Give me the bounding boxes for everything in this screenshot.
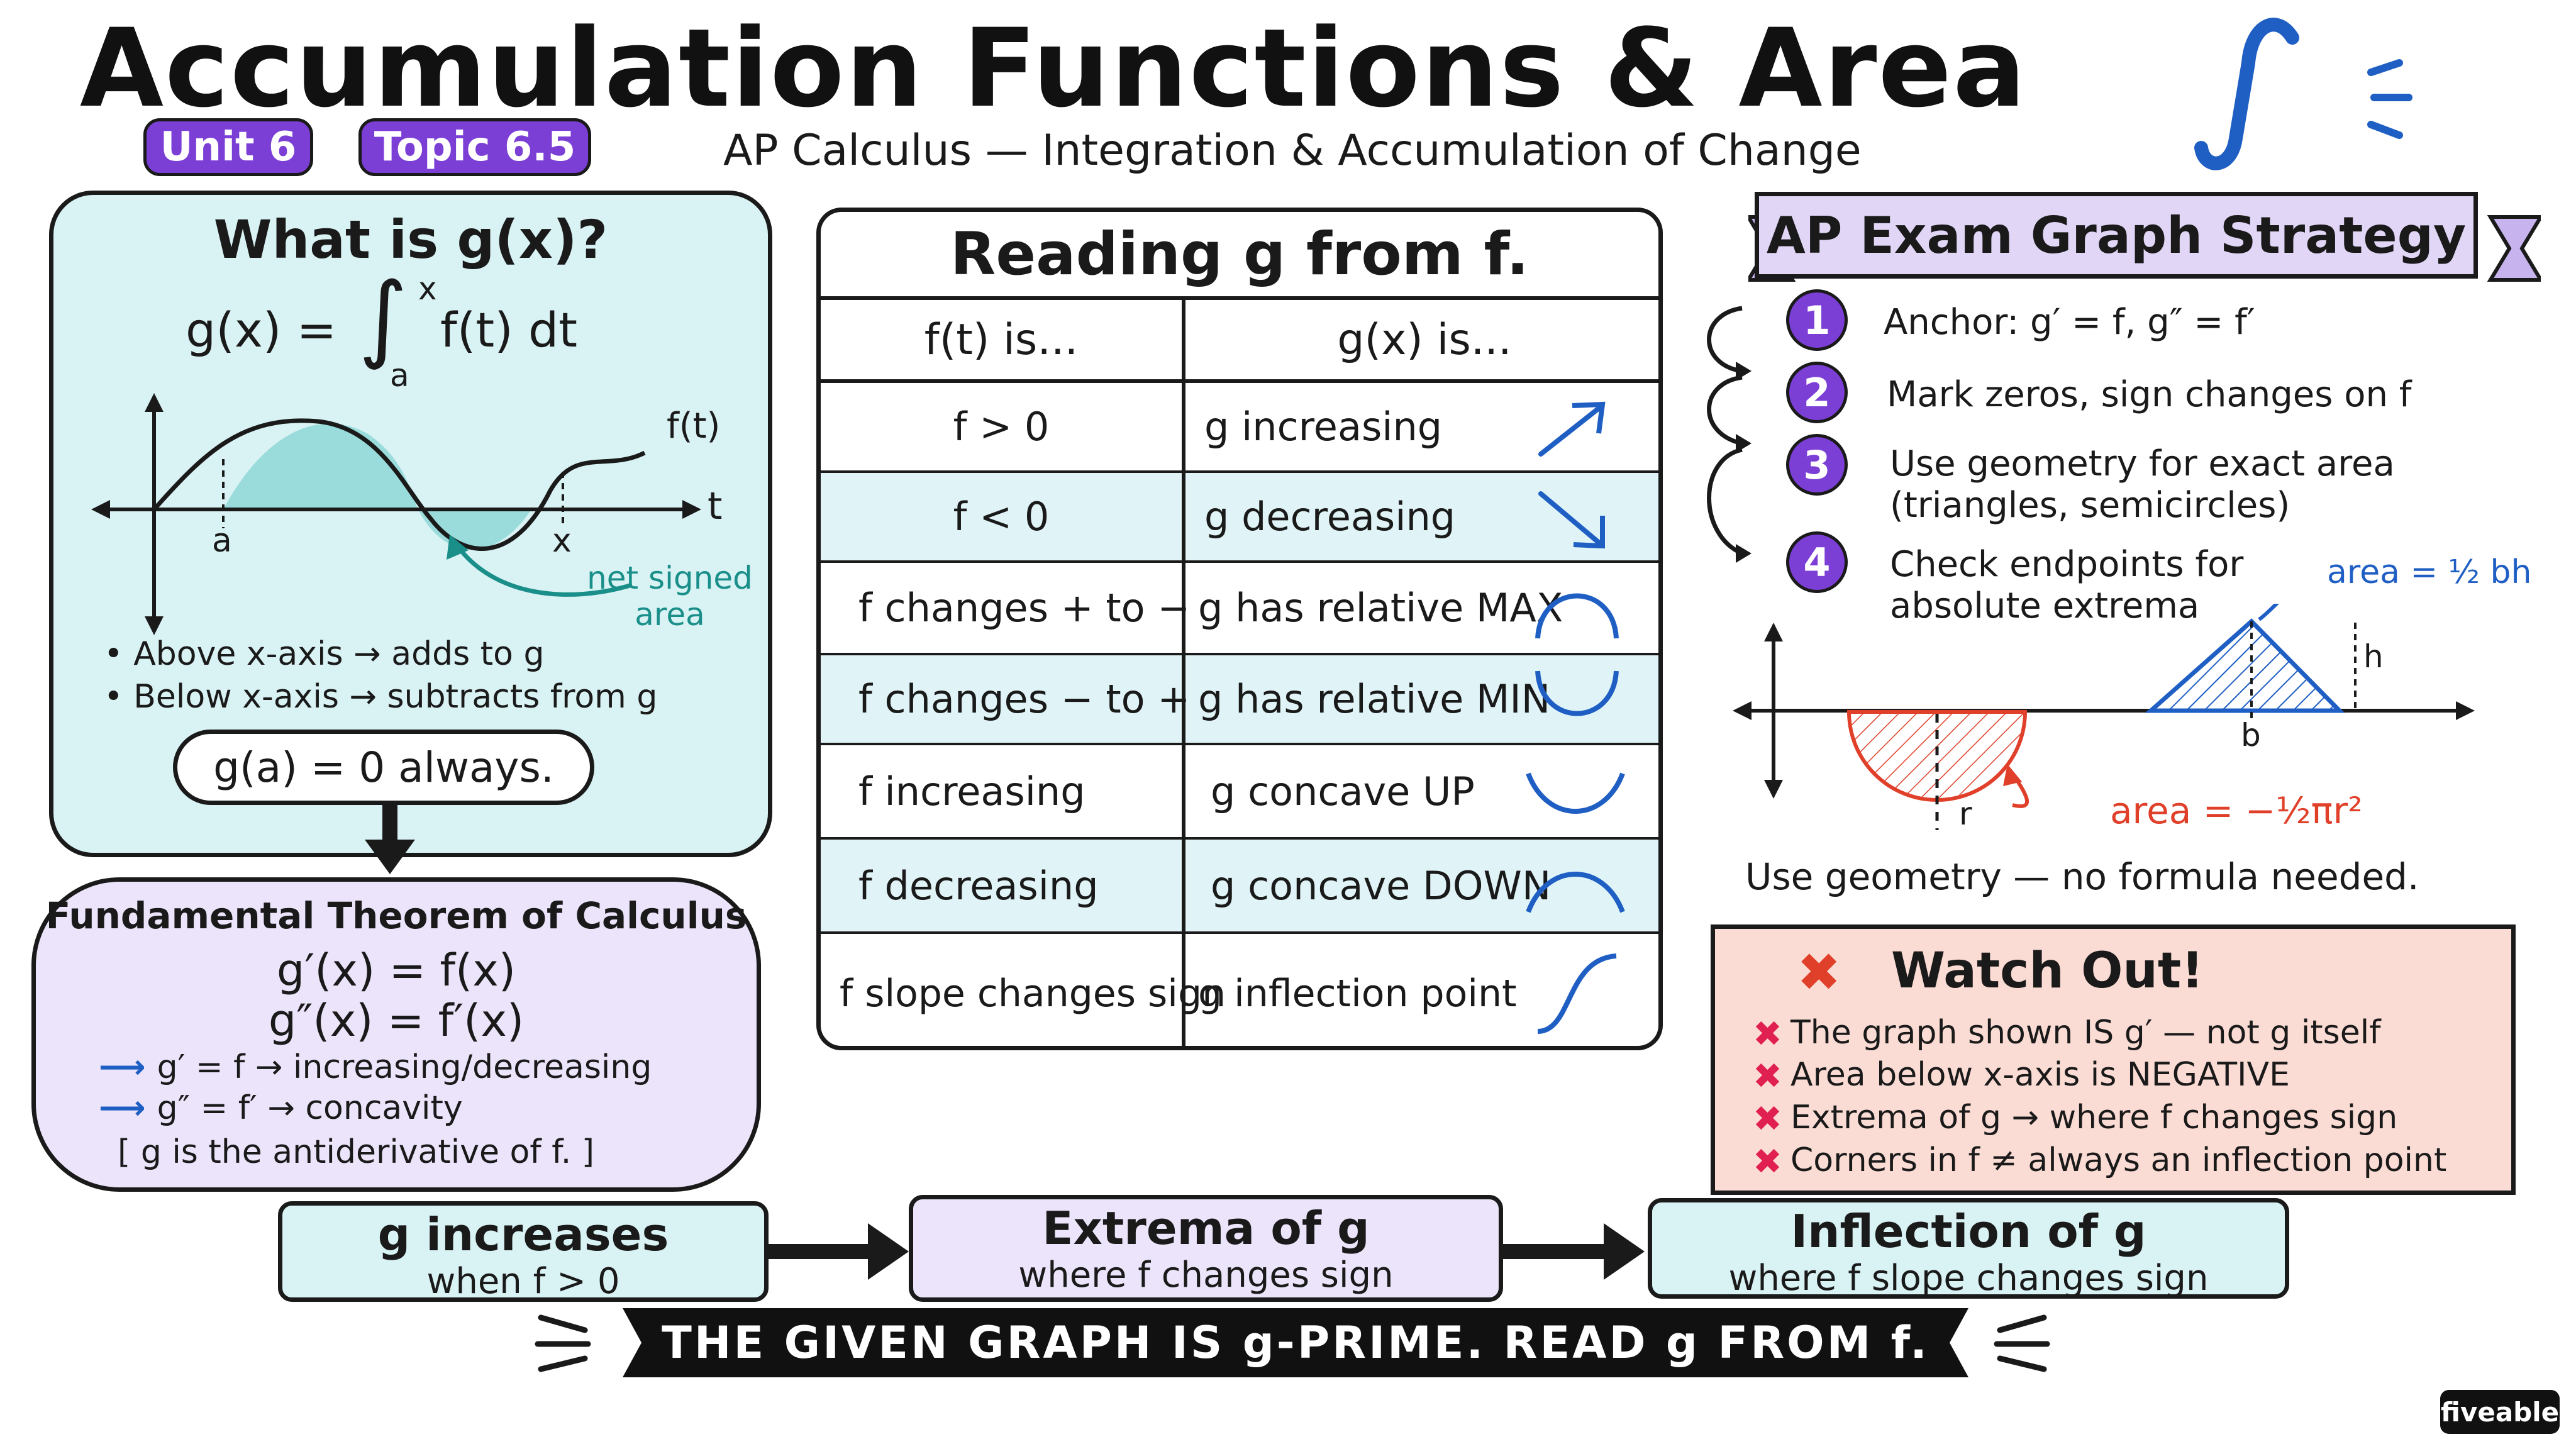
semicircle-area-label: area = −½πr² — [2110, 789, 2363, 832]
x-mark-icon: ✖ — [1753, 1056, 1782, 1097]
lower-limit-label: a — [212, 522, 232, 560]
concave-down-icon — [1526, 872, 1625, 913]
curve-label: f(t) — [667, 406, 721, 447]
net-area-note: net signed area — [587, 560, 753, 633]
topic-badge: Topic 6.5 — [358, 118, 591, 176]
emphasis-lines-left-icon — [535, 1314, 591, 1372]
table-row: f changes + to − g has relative MAX — [821, 563, 1658, 655]
inflection-icon — [1537, 953, 1617, 1034]
table-header-g: g(x) is... — [1337, 314, 1512, 365]
formula-lower-limit: a — [390, 357, 409, 394]
warning-x-icon: ✖ — [1797, 941, 1841, 1003]
base-label: b — [2241, 717, 2261, 753]
step-connector-arrows — [1707, 306, 1752, 563]
table-divider — [1182, 300, 1185, 1046]
concave-up-icon — [1526, 772, 1625, 814]
ftc-line2: g″(x) = f′(x) — [268, 995, 525, 1046]
table-row: f decreasing g concave DOWN — [821, 840, 1658, 934]
arrow-down-right-icon — [1538, 491, 1605, 549]
height-label: h — [2363, 638, 2384, 675]
step-2-text: Mark zeros, sign changes on f — [1887, 374, 2412, 415]
x-mark-icon: ✖ — [1753, 1141, 1782, 1182]
bottom-banner: THE GIVEN GRAPH IS g-PRIME. READ g FROM … — [662, 1317, 1929, 1368]
bullet-below: • Below x-axis → subtracts from g — [104, 678, 658, 716]
table-row: f changes − to + g has relative MIN — [821, 655, 1658, 745]
step-number-2: 2 — [1786, 362, 1848, 423]
arrow-up-right-icon — [1538, 401, 1606, 457]
watch-out-item: The graph shown IS g′ — not g itself — [1790, 1014, 2381, 1052]
table-row: f < 0 g decreasing — [821, 473, 1658, 563]
bottom-banner-shape — [623, 1308, 1968, 1377]
x-mark-icon: ✖ — [1753, 1014, 1782, 1055]
right-arrow-icon — [1503, 1223, 1645, 1280]
reading-table: Reading g from f. f(t) is... g(x) is... … — [816, 208, 1663, 1050]
g-definition-panel: What is g(x)? g(x) = ∫ x a f(t) dt f(t) … — [49, 191, 772, 857]
bullet-above: • Above x-axis → adds to g — [104, 635, 545, 673]
table-title: Reading g from f. — [821, 212, 1658, 300]
integral-sign-icon — [2194, 18, 2412, 170]
step-number-1: 1 — [1786, 289, 1848, 351]
watch-out-title: Watch Out! — [1891, 943, 2204, 999]
strategy-title: AP Exam Graph Strategy — [1755, 192, 2478, 279]
table-header-f: f(t) is... — [924, 314, 1079, 365]
integral-glyph: ∫ — [358, 263, 408, 372]
radius-label: r — [1959, 796, 1972, 832]
page-subtitle: AP Calculus — Integration & Accumulation… — [723, 126, 1862, 175]
ftc-arrow1: ⟶ g′ = f → increasing/decreasing — [99, 1048, 652, 1086]
table-row: f > 0 g increasing — [821, 383, 1658, 473]
watch-out-item: Extrema of g → where f changes sign — [1790, 1099, 2398, 1136]
down-arrow-icon — [365, 805, 415, 874]
ftc-line1: g′(x) = f(x) — [276, 945, 516, 996]
accumulation-graph — [91, 393, 701, 635]
table-header-row: f(t) is... g(x) is... — [821, 300, 1658, 383]
ftc-cloud: Fundamental Theorem of Calculus g′(x) = … — [31, 877, 761, 1192]
table-row: f increasing g concave UP — [821, 745, 1658, 840]
brand-badge: fiveable — [2440, 1390, 2560, 1434]
geometry-graph — [1733, 604, 2475, 830]
ftc-title: Fundamental Theorem of Calculus — [45, 894, 747, 937]
panel-heading: What is g(x)? — [213, 209, 608, 270]
unit-badge: Unit 6 — [143, 118, 313, 176]
g-a-zero-note: g(a) = 0 always. — [173, 730, 594, 805]
right-arrow-icon — [767, 1223, 909, 1280]
step-number-4: 4 — [1786, 531, 1848, 593]
formula-lhs: g(x) = — [186, 302, 337, 358]
triangle-area-label: area = ½ bh — [2327, 553, 2532, 591]
ftc-note: [ g is the antiderivative of f. ] — [118, 1133, 595, 1171]
axis-label: t — [708, 484, 723, 528]
emphasis-lines-right-icon — [1994, 1314, 2050, 1372]
watch-out-panel: ✖ Watch Out! ✖ The graph shown IS g′ — n… — [1711, 924, 2516, 1195]
arch-max-icon — [1535, 593, 1619, 639]
formula-upper-limit: x — [418, 270, 437, 307]
arch-min-icon — [1535, 670, 1619, 716]
table-row: f slope changes sign g inflection point — [821, 934, 1658, 1046]
step-1-text: Anchor: g′ = f, g″ = f′ — [1884, 302, 2255, 343]
ftc-arrow2: ⟶ g″ = f′ → concavity — [99, 1089, 463, 1127]
geometry-note: Use geometry — no formula needed. — [1745, 855, 2419, 898]
upper-limit-label: x — [552, 522, 572, 560]
watch-out-item: Corners in f ≠ always an inflection poin… — [1790, 1141, 2447, 1179]
page-title: Accumulation Functions & Area — [79, 5, 2028, 131]
formula-rhs: f(t) dt — [440, 302, 578, 358]
watch-out-item: Area below x-axis is NEGATIVE — [1790, 1056, 2290, 1094]
step-number-3: 3 — [1786, 434, 1848, 496]
step-3-text: Use geometry for exact area(triangles, s… — [1890, 443, 2395, 526]
x-mark-icon: ✖ — [1753, 1099, 1782, 1140]
